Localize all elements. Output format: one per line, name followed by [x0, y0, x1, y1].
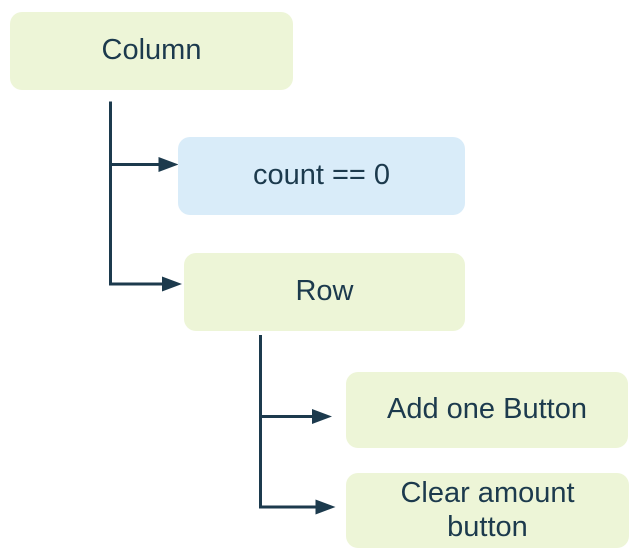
node-count-condition: count == 0 — [178, 137, 465, 215]
edge-row-to-add-one-button — [259, 409, 332, 424]
node-clear-amount-button-label: Clear amount button — [400, 477, 575, 543]
edge-column-to-row — [109, 276, 182, 292]
edge-row-to-clear-amount-button — [259, 499, 336, 515]
edge-column-to-count-condition — [109, 157, 179, 172]
node-column-label: Column — [101, 34, 202, 67]
node-add-one-button: Add one Button — [346, 372, 628, 448]
arrowhead-icon — [312, 409, 332, 424]
node-add-one-button-label: Add one Button — [387, 393, 587, 426]
node-clear-amount-button: Clear amount button — [346, 473, 629, 548]
node-row: Row — [184, 253, 465, 331]
arrowhead-icon — [315, 499, 336, 515]
arrowhead-icon — [158, 157, 179, 172]
arrowhead-icon — [162, 276, 182, 292]
node-count-condition-label: count == 0 — [252, 159, 391, 192]
node-row-label: Row — [295, 275, 354, 308]
node-column: Column — [10, 12, 293, 90]
